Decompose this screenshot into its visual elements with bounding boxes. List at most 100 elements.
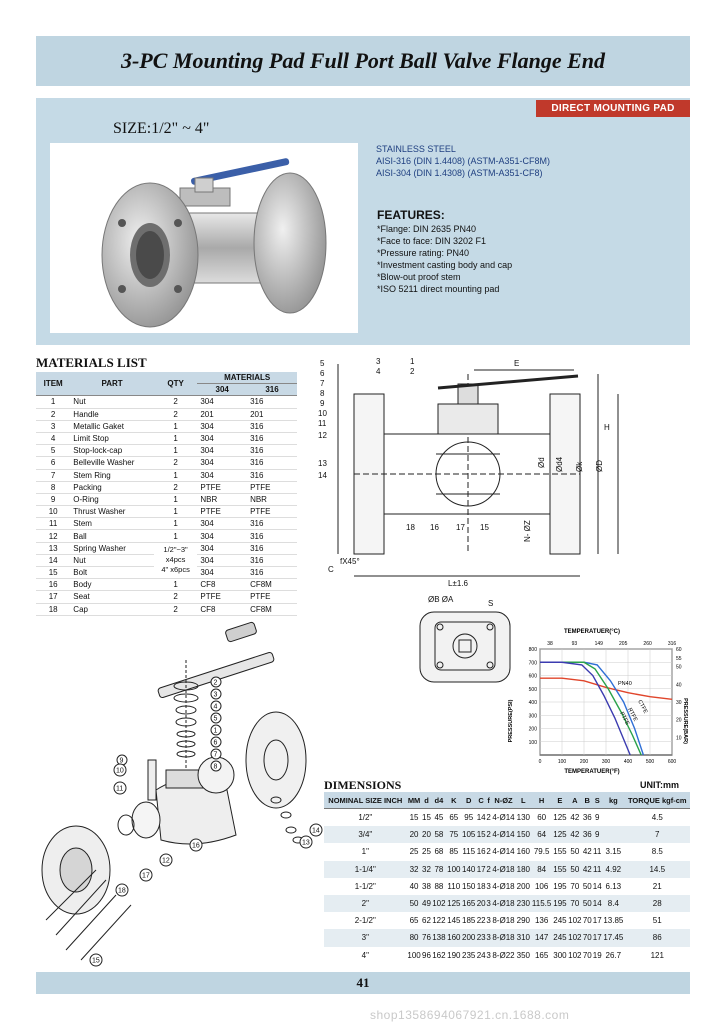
feature-item: *ISO 5211 direct mounting pad [377,284,500,294]
dimensions-cell: 3 [486,916,491,926]
svg-text:16: 16 [430,523,439,532]
dimensions-cell: 95 [464,813,474,823]
dimensions-title: DIMENSIONS [324,778,402,792]
svg-text:S: S [488,599,493,608]
pt-right-tick: 20 [676,718,682,724]
pt-y-tick: 800 [529,647,538,653]
dimensions-cell: 2 [486,826,492,844]
svg-text:10: 10 [116,768,124,775]
dimensions-cell: 85 [449,847,459,857]
dimensions-cell: 115.5 [530,894,553,913]
materials-cell: 10 [36,505,71,519]
dimensions-cell: 125 [552,826,568,844]
svg-text:8: 8 [214,764,218,771]
svg-text:14: 14 [318,471,327,480]
materials-cell: 316 [247,456,297,470]
materials-cell: 316 [247,420,297,433]
materials-cell: Limit Stop [70,432,154,446]
dimensions-cell: 2-1/2" [354,916,376,926]
materials-cell: 5 [36,444,71,458]
dimensions-cell: 2 [486,847,491,857]
svg-text:7: 7 [320,379,325,388]
dimensions-header: K [446,792,462,809]
dimensions-cell: 32 [406,860,422,878]
svg-text:N- ØZ: N- ØZ [523,520,532,542]
material-spec-line: AISI-304 (DIN 1.4308) (ASTM-A351-CF8) [376,168,543,178]
dimensions-cell: 70 [582,950,592,960]
materials-cell: Thrust Washer [70,505,154,519]
header-304: 304 [197,383,248,397]
pt-top-label: TEMPERATUER(°C) [564,629,620,635]
dimensions-cell: 230 [515,894,531,913]
watermark: shop1358694067921.cn.1688.com [370,1008,570,1022]
svg-text:17: 17 [456,523,465,532]
dimensions-cell: 14.5 [624,860,690,878]
dimensions-cell: 4-Ø18 [492,881,515,891]
dimensions-cell: 64 [530,826,553,844]
dimensions-cell: 4-Ø18 [491,860,516,878]
pt-curve-label: PN40 [618,681,632,687]
dimensions-cell: 1-1/2" [354,881,376,891]
dimensions-cell: 122 [432,916,446,926]
dimensions-cell: 14 [476,813,486,823]
dimensions-cell: 21 [652,881,662,891]
materials-cell: O-Ring [70,493,154,507]
svg-text:15: 15 [92,958,100,965]
dimensions-cell: 88 [434,881,444,891]
dimensions-cell: 115 [462,847,476,857]
dimensions-cell: 200 [516,881,531,891]
dimensions-cell: 20 [406,826,422,844]
dimensions-header: NOMINAL SIZE INCH [324,792,407,809]
feature-item: *Flange: DIN 2635 PN40 [377,224,477,234]
dimensions-cell: 70 [582,916,592,926]
dimensions-cell: 4-Ø18 [491,894,516,913]
materials-cell: 304 [197,444,248,458]
dimensions-cell: 42 [567,826,583,844]
dimensions-cell: 42 [570,813,580,823]
dimensions-cell: 9 [592,826,603,844]
dimensions-header: L [515,792,531,809]
materials-cell: Metallic Gaket [70,420,154,433]
dimensions-cell: 65 [409,916,419,926]
feature-item: *Blow-out proof stem [377,272,461,282]
dimensions-cell: 65 [449,813,459,823]
materials-cell: 316 [247,432,297,446]
materials-cell: Packing [70,481,154,494]
materials-cell: 316 [247,554,297,568]
dimensions-cell: 110 [447,881,461,891]
materials-cell: Seat [70,590,154,604]
dimensions-cell: 42 [582,847,592,857]
materials-cell: 304 [197,566,248,580]
direct-mounting-badge: DIRECT MOUNTING PAD [536,100,690,117]
dimensions-cell: 130 [516,813,531,823]
svg-text:1: 1 [214,728,218,735]
dimensions-cell: 245 [553,916,567,926]
dimensions-cell: 145 [447,916,461,926]
pt-x-tick: 300 [602,759,611,765]
dimensions-cell: 17 [476,860,487,878]
dimensions-cell: 125 [446,894,462,913]
materials-cell: 13 [36,542,71,555]
dimensions-cell: 160 [446,929,462,947]
materials-cell: Stem [70,517,154,531]
dimensions-cell: 75 [446,826,462,844]
dimensions-header: E [552,792,568,809]
dimensions-cell: 106 [534,881,549,891]
svg-text:C: C [328,565,334,574]
dimensions-cell: 76 [421,929,432,947]
pt-y-tick: 300 [529,713,538,719]
svg-text:E: E [514,359,519,368]
materials-cell: Cap [70,603,154,616]
dimensions-header: d4 [431,792,447,809]
dimensions-cell: 3/4" [324,826,407,844]
svg-text:1: 1 [410,357,415,366]
dimensions-cell: 8.4 [602,894,625,913]
